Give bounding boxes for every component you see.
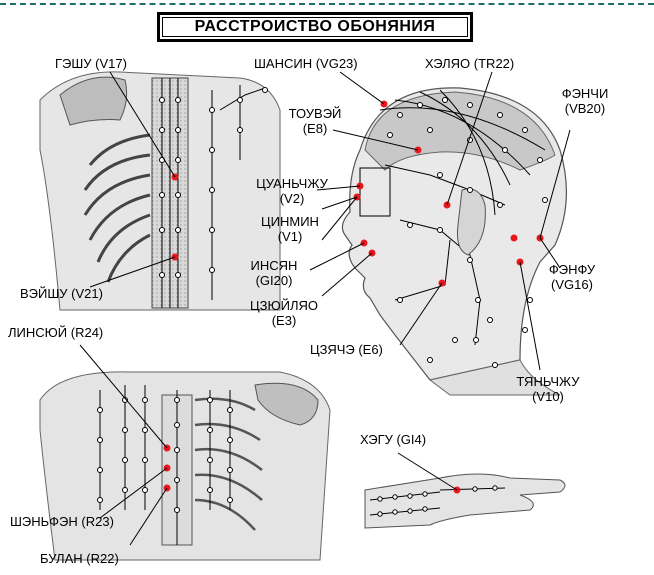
label-yingxiang: ИНСЯН (GI20)	[244, 258, 304, 288]
label-yingxiang-name: ИНСЯН	[250, 258, 298, 273]
label-fengchi: ФЭНЧИ (VB20)	[553, 86, 617, 116]
label-geshu: ГЭШУ (V17)	[55, 56, 127, 71]
top-border	[0, 0, 654, 5]
label-shenfeng: ШЭНЬФЭН (R23)	[10, 514, 114, 529]
back-figure	[39, 71, 281, 311]
label-fengchi-code: (VB20)	[564, 101, 606, 116]
label-fengfu: ФЭНФУ (VG16)	[540, 262, 604, 292]
label-yingxiang-code: (GI20)	[255, 273, 293, 288]
title-box: РАССТРОИСТВО ОБОНЯНИЯ	[157, 12, 473, 42]
label-jingming: ЦИНМИН (V1)	[256, 214, 324, 244]
label-cuanzhu-name: ЦУАНЬЧЖУ	[256, 176, 328, 191]
leader-lines	[79, 71, 571, 546]
label-lingxu: ЛИНСЮЙ (R24)	[8, 325, 104, 340]
label-cuanzhu-code: (V2)	[279, 191, 305, 206]
label-jiache: ЦЗЯЧЭ (E6)	[310, 342, 383, 357]
label-juliao-code: (E3)	[271, 313, 297, 328]
diagram-title: РАССТРОИСТВО ОБОНЯНИЯ	[194, 18, 436, 35]
label-juliao: ЦЗЮЙЛЯО (E3)	[248, 298, 320, 328]
point-fengchi	[510, 234, 518, 242]
label-tianzhu-name: ТЯНЬЧЖУ	[516, 374, 580, 389]
chest-figure	[39, 371, 331, 561]
label-heliao: ХЭЛЯО (TR22)	[425, 56, 515, 71]
label-touwei-name: ТОУВЭЙ	[288, 106, 342, 121]
label-tianzhu: ТЯНЬЧЖУ (V10)	[508, 374, 588, 404]
label-touwei: ТОУВЭЙ (E8)	[282, 106, 348, 136]
label-fengchi-name: ФЭНЧИ	[561, 86, 609, 101]
label-bulang: БУЛАН (R22)	[40, 551, 119, 566]
label-fengfu-name: ФЭНФУ	[548, 262, 596, 277]
label-jingming-code: (V1)	[277, 229, 303, 244]
label-touwei-code: (E8)	[302, 121, 328, 136]
label-cuanzhu: ЦУАНЬЧЖУ (V2)	[252, 176, 332, 206]
label-hegu: ХЭГУ (GI4)	[360, 432, 427, 447]
label-jingming-name: ЦИНМИН	[261, 214, 319, 229]
label-shanxin: ШАНСИН (VG23)	[254, 56, 358, 71]
label-fengfu-code: (VG16)	[551, 277, 593, 292]
label-weishu: ВЭЙШУ (V21)	[20, 286, 103, 301]
label-juliao-name: ЦЗЮЙЛЯО	[250, 298, 318, 313]
hand-figure	[364, 473, 566, 529]
label-tianzhu-code: (V10)	[532, 389, 564, 404]
